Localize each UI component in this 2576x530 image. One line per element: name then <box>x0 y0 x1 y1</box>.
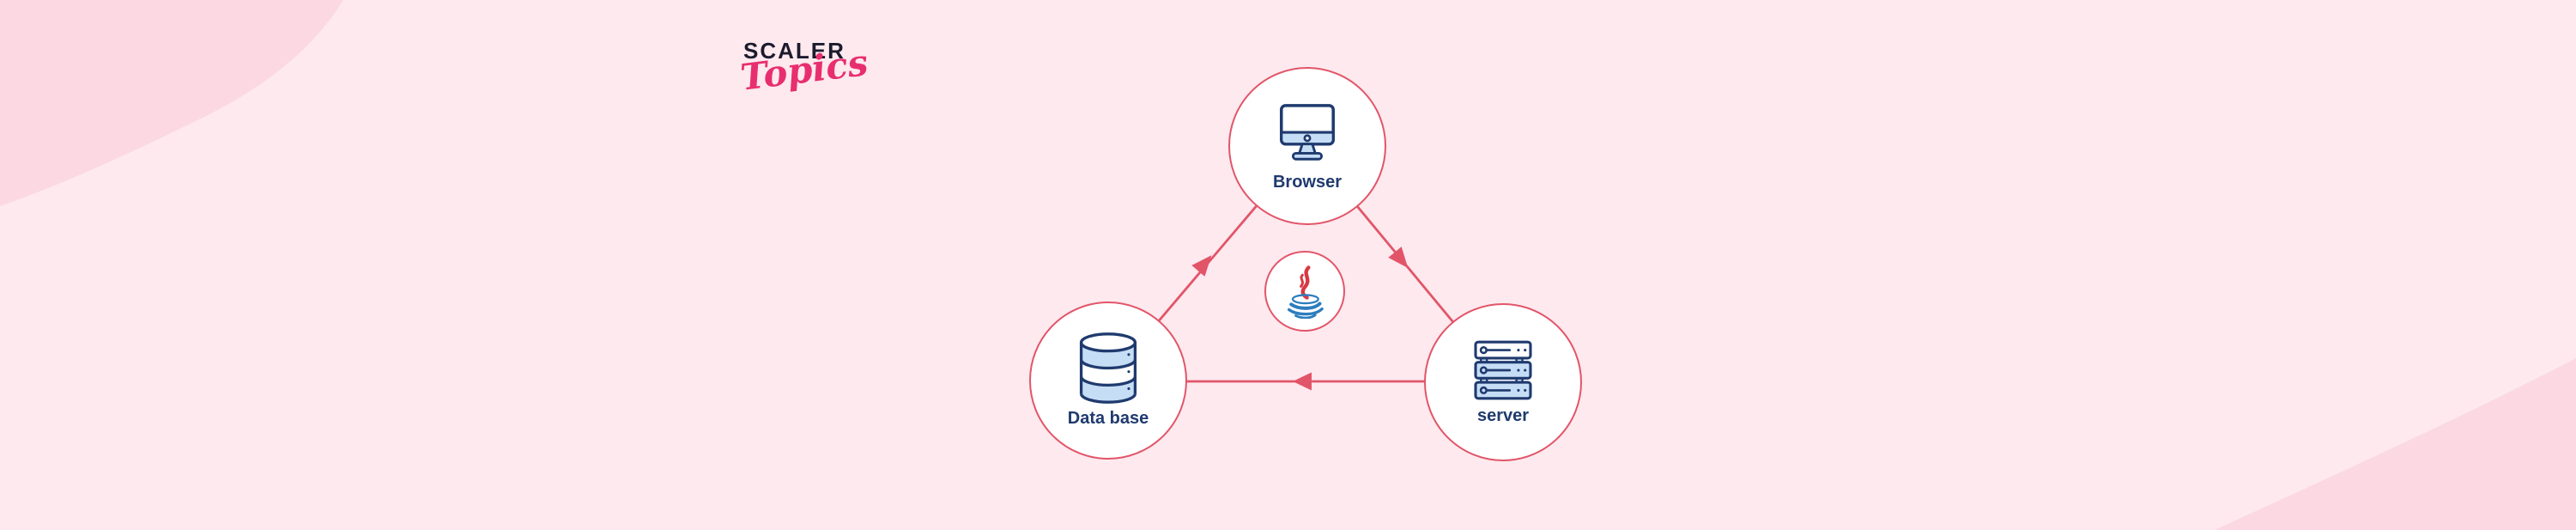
database-icon <box>1079 332 1137 404</box>
arrowhead-toward-server <box>1388 247 1409 268</box>
server-icon <box>1474 340 1532 399</box>
corner-blob-bottom-right <box>2215 358 2576 530</box>
brand-logo: SCALER Topics <box>738 38 870 99</box>
monitor-icon <box>1280 103 1335 161</box>
arrowhead-toward-browser <box>1191 255 1212 277</box>
node-browser-label: Browser <box>1272 172 1343 192</box>
node-server-label: server <box>1476 405 1530 425</box>
node-database-label: Data base <box>1067 409 1149 428</box>
corner-blob-top-left <box>0 0 343 206</box>
node-java <box>1264 251 1345 332</box>
java-logo-icon <box>1287 265 1324 319</box>
node-server: server <box>1424 303 1582 461</box>
brand-title: SCALER <box>743 38 846 64</box>
node-database: Data base <box>1029 302 1187 460</box>
arrowheads <box>1191 247 1409 391</box>
node-browser: Browser <box>1228 67 1386 225</box>
arrowhead-toward-database <box>1293 372 1312 391</box>
